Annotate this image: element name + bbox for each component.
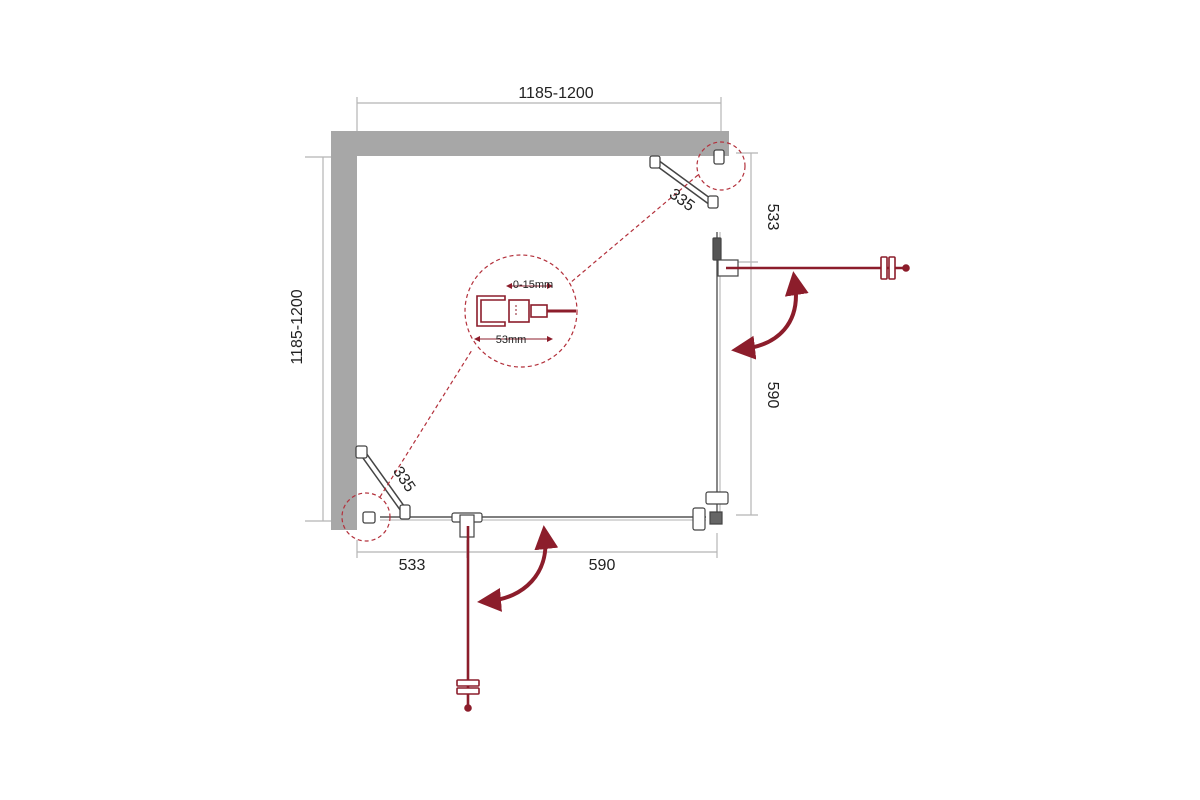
left-height-label: 1185-1200 [289, 289, 306, 364]
top-right-hinge-panel [649, 149, 725, 209]
doors [456, 256, 910, 712]
left-wall [331, 131, 357, 530]
walls [331, 131, 729, 530]
right-door [717, 256, 910, 280]
corner-fittings [451, 237, 729, 531]
top-width-label: 1185-1200 [518, 85, 593, 102]
top-right-detail-circle [696, 141, 746, 191]
right-lower-label: 590 [764, 382, 781, 409]
magnified-detail-circle [464, 254, 578, 368]
top-wall [331, 131, 729, 156]
bottom-door-swing-arrow [477, 525, 559, 612]
right-door-swing-arrow [731, 271, 809, 360]
profile-detail [474, 283, 576, 342]
bottom-right-label: 590 [589, 557, 616, 574]
dimension-lines [305, 97, 758, 558]
gap-label: 0-15mm [513, 279, 553, 291]
detail-callout [341, 141, 746, 542]
dimension-labels: 1185-1200 1185-1200 533 590 533 590 335 … [289, 85, 781, 574]
bottom-door-handle [456, 679, 480, 712]
bottom-left-detail-circle [341, 492, 391, 542]
swing-arrows [477, 271, 809, 612]
profile-width-label: 53mm [496, 334, 527, 346]
glass-panels [380, 232, 721, 521]
bottom-left-label: 533 [399, 557, 426, 574]
bottom-door [456, 514, 480, 712]
bottom-left-hinge-panel [355, 445, 411, 524]
right-upper-label: 533 [764, 204, 781, 231]
hinge-panels [355, 149, 725, 524]
right-door-handle [880, 256, 910, 280]
